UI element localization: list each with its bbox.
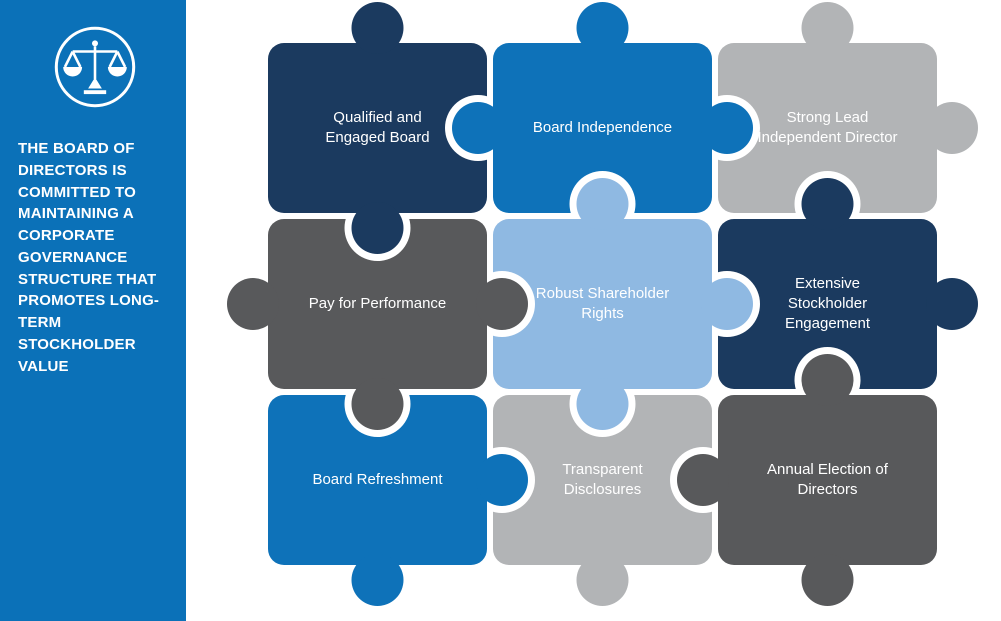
puzzle-piece-label: Robust Shareholder Rights xyxy=(535,285,670,322)
scales-icon xyxy=(18,24,172,110)
puzzle-piece-label: Board Refreshment xyxy=(312,471,443,489)
puzzle-piece xyxy=(718,178,978,389)
puzzle-piece xyxy=(493,395,712,606)
sidebar: THE BOARD OF DIRECTORS IS COMMITTED TO M… xyxy=(0,0,186,621)
puzzle-piece-label: Extensive Stockholder Engagement xyxy=(784,275,871,332)
puzzle-piece-label: Annual Election of Directors xyxy=(767,461,888,498)
puzzle-piece-label: Pay for Performance xyxy=(308,295,447,313)
puzzle-piece xyxy=(268,395,528,606)
puzzle-piece xyxy=(677,354,937,606)
puzzle-piece-label: Strong Lead Independent Director xyxy=(757,109,898,146)
puzzle-piece-label: Board Independence xyxy=(532,119,673,137)
puzzle-piece xyxy=(718,2,978,213)
puzzle-piece-label: Qualified and Engaged Board xyxy=(325,109,430,146)
governance-statement: THE BOARD OF DIRECTORS IS COMMITTED TO M… xyxy=(18,140,160,375)
puzzle-piece-label: Transparent Disclosures xyxy=(562,461,643,498)
